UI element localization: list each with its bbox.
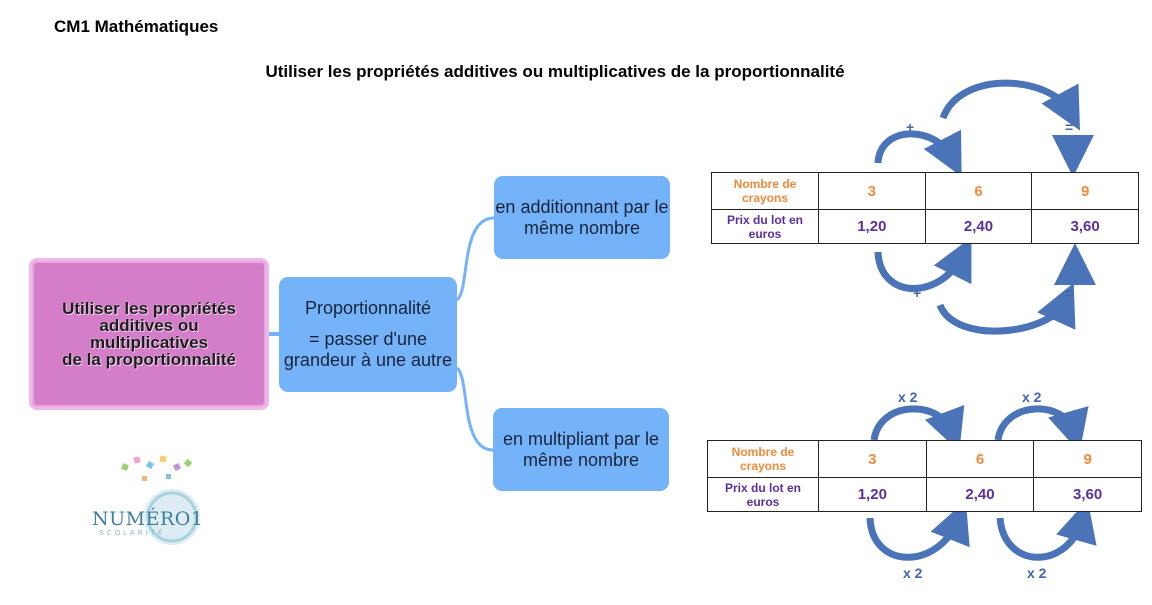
table-cell: 9 <box>1031 172 1139 210</box>
table-cell: 2,40 <box>924 209 1033 244</box>
branch-mul-label: en multipliant par le même nombre <box>502 428 660 470</box>
branch-mul-node: en multipliant par le même nombre <box>493 408 669 491</box>
arrow-label-add-bottom-left: + <box>913 285 922 301</box>
arrow-label-mul-bottom-left: x 2 <box>903 565 923 581</box>
main-topic-line-1: Utiliser les propriétés <box>62 299 236 318</box>
subject-heading: CM1 Mathématiques <box>54 17 219 36</box>
row-label-price: Prix du lot en euros <box>711 209 819 244</box>
table-cell: 3 <box>818 440 927 478</box>
arrow-label-mul-top-right: x 2 <box>1022 389 1042 405</box>
arrow-mul-bottom-right <box>996 499 1097 561</box>
numero1-logo: NUMÉRO1 SCOLARITÉ <box>92 452 212 552</box>
table-cell: 2,40 <box>925 477 1035 512</box>
row-label-quantity: Nombre de crayons <box>707 440 819 478</box>
main-topic-line-3: multiplicatives <box>89 333 209 352</box>
table-row: Prix du lot en euros 1,20 2,40 3,60 <box>707 477 1142 512</box>
arrow-label-mul-bottom-right: x 2 <box>1027 565 1047 581</box>
main-topic-line-4: de la proportionnalité <box>62 350 236 369</box>
arrow-label-add-top-right: = <box>1065 119 1074 135</box>
arrow-label-add-bottom-right: = <box>1065 285 1074 301</box>
arrow-add-top-left <box>874 129 962 177</box>
arrow-label-mul-top-left: x 2 <box>898 389 918 405</box>
logo-graphic <box>121 455 200 545</box>
row-label-quantity: Nombre de crayons <box>711 172 819 210</box>
center-topic-title: Proportionnalité <box>304 298 432 318</box>
branch-add-label: en additionnant par le même nombre <box>495 196 669 238</box>
center-topic-definition: = passer d'une grandeur à une autre <box>283 329 453 370</box>
table-cell: 6 <box>924 172 1033 210</box>
table-cell: 6 <box>925 440 1035 478</box>
table-cell: 3,60 <box>1031 209 1139 244</box>
main-topic-node: Utiliser les propriétés additives ou mul… <box>29 258 269 410</box>
table-cell: 3 <box>818 172 926 210</box>
page-title: Utiliser les propriétés additives ou mul… <box>265 62 845 81</box>
table-row: Nombre de crayons 3 6 9 <box>711 172 1139 210</box>
logo-tagline: SCOLARITÉ <box>99 530 166 537</box>
table-cell: 3,60 <box>1033 477 1142 512</box>
arrow-mul-top-right <box>994 405 1089 453</box>
arrow-label-add-top-left: + <box>906 119 915 135</box>
arrow-add-bottom-right <box>936 282 1076 335</box>
arrow-mul-top-left <box>870 404 965 452</box>
table-multiplicative: Nombre de crayons 3 6 9 Prix du lot en e… <box>707 440 1142 512</box>
connector-center-mul <box>455 366 494 452</box>
arrow-add-top-right <box>939 79 1081 131</box>
main-topic-line-2: additives ou <box>99 316 199 335</box>
connector-center-add <box>455 216 495 302</box>
table-cell: 1,20 <box>818 209 926 244</box>
table-cell: 1,20 <box>818 477 927 512</box>
row-label-price: Prix du lot en euros <box>707 477 819 512</box>
table-cell: 9 <box>1033 440 1142 478</box>
table-row: Prix du lot en euros 1,20 2,40 3,60 <box>711 209 1139 244</box>
table-additive: Nombre de crayons 3 6 9 Prix du lot en e… <box>711 172 1139 244</box>
arrow-add-bottom-left <box>874 237 972 292</box>
branch-add-node: en additionnant par le même nombre <box>494 176 670 259</box>
logo-wordmark: NUMÉRO1 <box>92 508 204 530</box>
center-topic-node: Proportionnalité = passer d'une grandeur… <box>279 277 457 392</box>
table-row: Nombre de crayons 3 6 9 <box>707 440 1142 478</box>
arrow-mul-bottom-left <box>866 500 970 561</box>
